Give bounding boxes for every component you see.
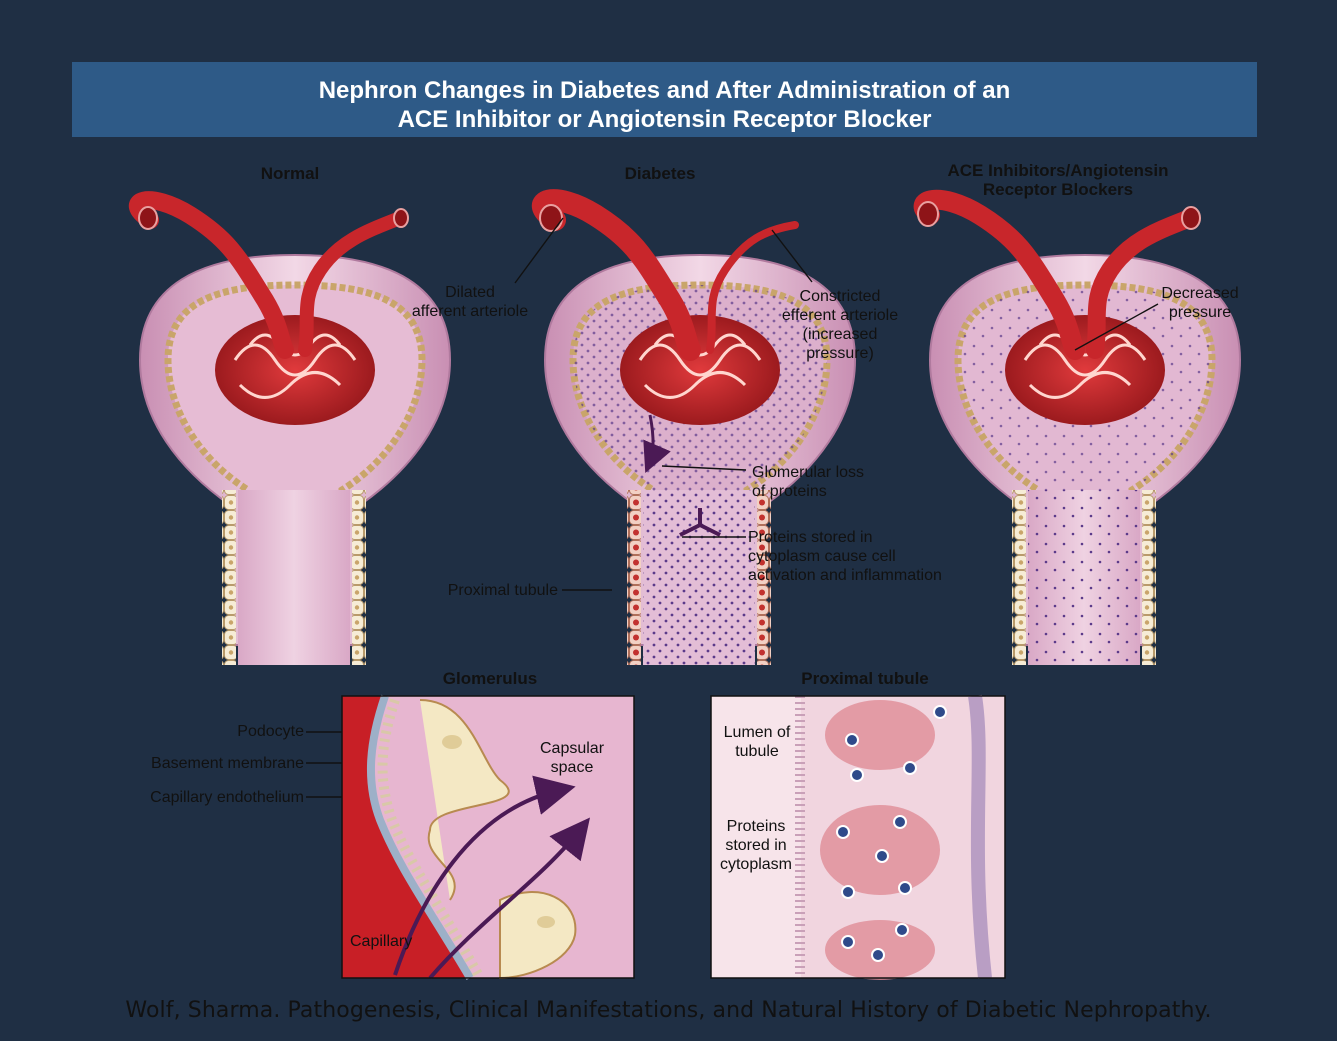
glomerulus-inset: [342, 696, 634, 978]
nephron-acei: [918, 200, 1240, 665]
nephron-diabetes: [540, 200, 855, 665]
nephron-normal: [138, 200, 450, 665]
proximal-inset: [711, 696, 1005, 980]
